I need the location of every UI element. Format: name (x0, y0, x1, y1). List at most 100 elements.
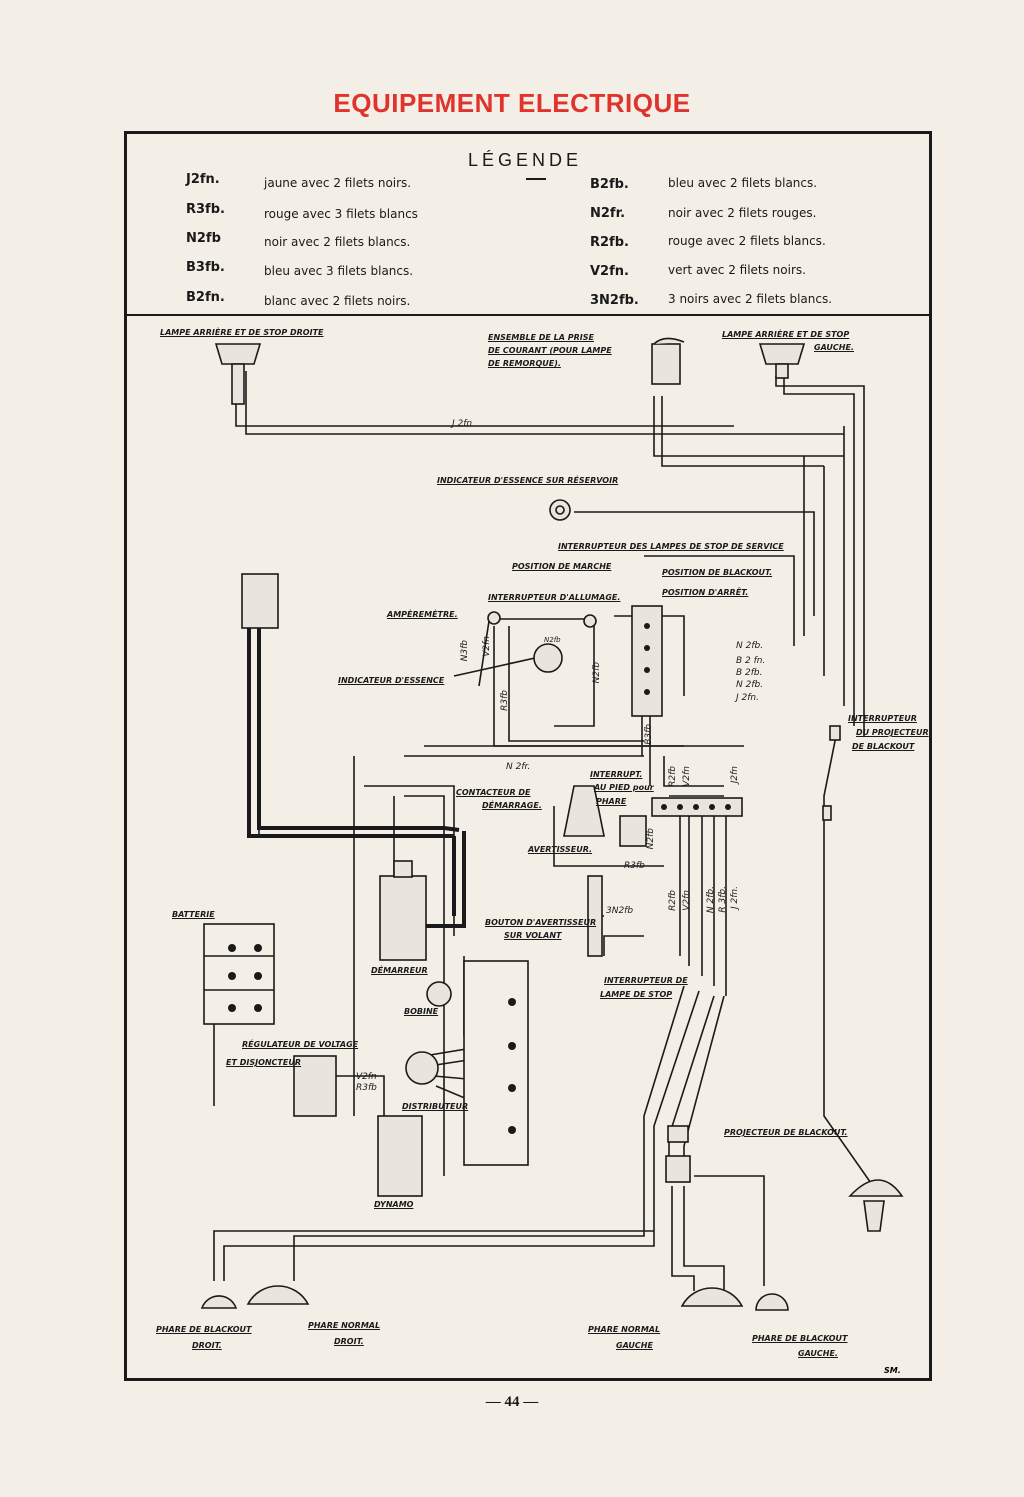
label-phare-normal-droit-1: PHARE NORMAL (308, 1321, 381, 1330)
legend-desc: rouge avec 2 filets blancs. (668, 234, 826, 248)
label-bobine: BOBINE (404, 1007, 439, 1016)
wire-label: J 2fn (452, 419, 473, 429)
wire-label: V2fn (356, 1072, 377, 1082)
label-bouton-avertisseur-2: SUR VOLANT (504, 931, 562, 940)
label-lampe-arriere-gauche-2: GAUCHE. (814, 343, 854, 352)
label-phare-blackout-gauche-2: GAUCHE. (798, 1349, 838, 1358)
diagram-frame (124, 131, 932, 1381)
legend-desc: vert avec 2 filets noirs. (668, 263, 806, 277)
wire-label: J 2fn. (736, 693, 759, 703)
wire-prise (653, 396, 844, 457)
label-prise-2: DE COURANT (POUR LAMPE (488, 346, 612, 355)
label-phare-blackout-droit-2: DROIT. (192, 1341, 222, 1350)
wiring-diagram (200, 337, 904, 1311)
label-interrupteur-lampe-stop-2: LAMPE DE STOP (600, 990, 673, 999)
wire-label: N 2fr. (506, 762, 531, 772)
label-position-arret: POSITION D'ARRÊT. (662, 588, 749, 597)
wire-label: R3fb (624, 861, 645, 871)
wire-label: N2fb (592, 662, 602, 684)
label-interrupteur-allumage: INTERRUPTEUR D'ALLUMAGE. (488, 593, 621, 602)
wire-label: J2fn (730, 766, 740, 784)
wire-label: B3fb (644, 724, 654, 745)
label-regulateur-2: ET DISJONCTEUR (226, 1058, 302, 1067)
wire-label: J 2fn. (730, 886, 740, 909)
legend-desc: bleu avec 2 filets blancs. (668, 176, 818, 190)
wire-label: R2fb (668, 766, 678, 787)
wire-lamp-right-2 (245, 371, 844, 435)
legend-code: R3fb. (186, 202, 225, 217)
label-phare-normal-gauche-1: PHARE NORMAL (588, 1325, 661, 1334)
wire-label: V2fn (682, 890, 692, 911)
label-prise-3: DE REMORQUE). (488, 359, 561, 368)
label-contacteur-1: CONTACTEUR DE (456, 788, 531, 797)
signature: SM. (884, 1366, 901, 1375)
legend-code: B2fb. (590, 177, 629, 192)
label-interrupt-pied-3: PHARE (596, 797, 627, 806)
label-position-marche: POSITION DE MARCHE (512, 562, 612, 571)
label-phare-normal-droit-2: DROIT. (334, 1337, 364, 1346)
legend-desc: rouge avec 3 filets blancs (264, 207, 418, 221)
page-number: — 44 — (485, 1394, 539, 1410)
legend-code: J2fn. (186, 172, 220, 187)
legend-desc: blanc avec 2 filets noirs. (264, 294, 411, 308)
label-indicateur-essence: INDICATEUR D'ESSENCE (338, 676, 445, 685)
wire-label: R3fb (356, 1083, 377, 1093)
legend-desc: jaune avec 2 filets noirs. (264, 176, 412, 190)
label-interrupteur-stop: INTERRUPTEUR DES LAMPES DE STOP DE SERVI… (558, 542, 784, 551)
label-interrupteur-projecteur-2: DU PROJECTEUR (856, 728, 929, 737)
label-interrupteur-lampe-stop-1: INTERRUPTEUR DE (604, 976, 688, 985)
page-title: EQUIPEMENT ELECTRIQUE (333, 88, 691, 118)
label-dynamo: DYNAMO (374, 1200, 414, 1209)
label-phare-blackout-droit-1: PHARE DE BLACKOUT (156, 1325, 252, 1334)
legend-code: N2fr. (590, 206, 626, 221)
label-batterie: BATTERIE (172, 910, 215, 919)
wire-label: V2fn (482, 636, 492, 657)
legend-heading: LÉGENDE (468, 150, 583, 170)
legend-code: N2fb (186, 231, 221, 246)
wire-label: 3N2fb (606, 906, 634, 916)
label-distributeur: DISTRIBUTEUR (402, 1102, 469, 1111)
label-interrupt-pied-1: INTERRUPT. (590, 770, 643, 779)
wire-label: N2fb (544, 636, 561, 644)
label-lampe-arriere-droite: LAMPE ARRIÈRE ET DE STOP DROITE (160, 328, 324, 337)
label-bouton-avertisseur-1: BOUTON D'AVERTISSEUR (485, 918, 597, 927)
legend-dash (526, 178, 546, 180)
label-lampe-arriere-gauche: LAMPE ARRIÈRE ET DE STOP (722, 330, 850, 339)
label-indicateur-reservoir: INDICATEUR D'ESSENCE SUR RÉSERVOIR (437, 476, 619, 485)
legend-separator (126, 314, 930, 316)
wire-label: B 2 fn. (736, 656, 766, 666)
wire-label: R2fb (668, 890, 678, 911)
label-position-blackout: POSITION DE BLACKOUT. (662, 568, 773, 577)
wire-label: R 3fb. (718, 886, 728, 913)
legend-desc: noir avec 2 filets blancs. (264, 235, 411, 249)
label-interrupt-pied-2: AU PIED pour (594, 783, 654, 792)
legend-code: B2fn. (186, 290, 225, 305)
legend-code: B3fb. (186, 260, 225, 275)
label-amperemetre: AMPÈREMÈTRE. (387, 610, 458, 619)
label-prise-1: ENSEMBLE DE LA PRISE (488, 333, 594, 342)
wire-label: N3fb (460, 640, 470, 662)
legend-code: 3N2fb. (590, 293, 639, 308)
label-projecteur-blackout: PROJECTEUR DE BLACKOUT. (724, 1128, 848, 1137)
wire-label: N 2fb. (706, 886, 716, 914)
label-interrupteur-projecteur-3: DE BLACKOUT (852, 742, 915, 751)
wire-label: R3fb (500, 690, 510, 711)
label-phare-blackout-gauche-1: PHARE DE BLACKOUT (752, 1334, 848, 1343)
legend-code: V2fn. (590, 264, 629, 279)
wire-label: N2fb (646, 828, 656, 850)
legend-code: R2fb. (590, 235, 629, 250)
label-contacteur-2: DÉMARRAGE. (482, 801, 542, 810)
legend-desc: noir avec 2 filets rouges. (668, 206, 817, 220)
label-interrupteur-projecteur-1: INTERRUPTEUR (848, 714, 917, 723)
wire-label: V2fn (682, 766, 692, 787)
wire-label: N 2fb. (736, 680, 764, 690)
cable-battery-main (257, 616, 460, 832)
label-regulateur-1: RÉGULATEUR DE VOLTAGE (242, 1040, 359, 1049)
wire-label: B 2fb. (736, 668, 763, 678)
legend-desc: bleu avec 3 filets blancs. (264, 264, 414, 278)
legend-desc: 3 noirs avec 2 filets blancs. (668, 292, 833, 306)
wire-label: N 2fb. (736, 641, 764, 651)
label-demarreur: DÉMARREUR (371, 966, 428, 975)
label-phare-normal-gauche-2: GAUCHE (616, 1341, 653, 1350)
label-avertisseur: AVERTISSEUR. (528, 845, 593, 854)
